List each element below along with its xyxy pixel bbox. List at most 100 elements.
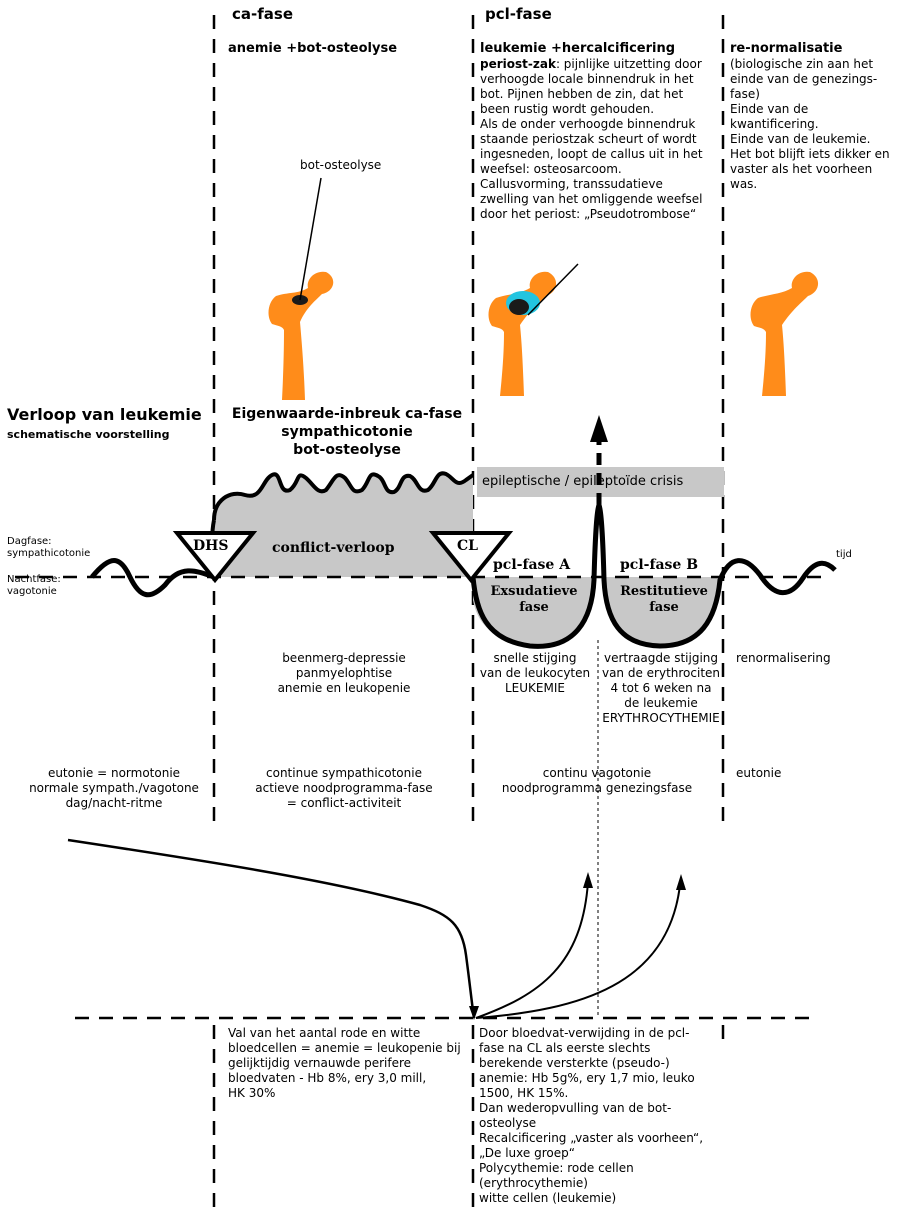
bottom-ca-text: Val van het aantal rode en witte bloedce… [228,1026,461,1101]
renorm-description: (biologische zin aan het einde van de ge… [730,57,890,192]
dagfase-line: Dagfase: [7,536,52,547]
ca-phase-subtitle: anemie +bot-osteolyse [228,41,398,56]
row2-pcl-line: noodprogramma genezingsfase [501,781,693,795]
restitutieve-label: Restitutieve fase [608,584,720,616]
dhs-triangle [172,531,258,584]
bottom-ca-line: bloedvaten - Hb 8%, ery 3,0 mill, [228,1071,427,1085]
blood-curve-arrowhead [469,1006,479,1020]
exsudatieve-line: Exsudatieve [490,584,578,599]
cl-triangle [428,531,514,584]
pcl-description-line: bot. Pijnen hebben de zin, dat het [480,87,684,101]
nachtfase-label: Nachtfase: vagotonie [7,574,61,598]
pointer-line [299,177,322,301]
row2-ca-line: = conflict-activiteit [286,796,402,810]
bottom-pcl-line: (erythrocythemie) [479,1176,588,1190]
section-subtitle: schematische voorstelling [7,428,170,441]
row1-pcl-b-line: van de erythrociten [601,666,721,680]
valley-b-fill [604,577,720,645]
row1-pcl-a-line: van de leukocyten [479,666,591,680]
phase-dividers [212,15,725,1216]
exsudatieve-line: fase [519,600,549,615]
bottom-pcl-line: Dan wederopvulling van de bot- [479,1101,672,1115]
row2-renorm: eutonie [736,766,782,780]
femur-shape [750,271,819,396]
conflict-area [214,473,473,577]
renorm-description-line: Einde van de [730,102,809,116]
row2-pcl-line: continu vagotonie [542,766,652,780]
blood-count-curve [67,838,476,1019]
ca-heading-line: bot-osteolyse [293,442,401,458]
row1-pcl-b-line: 4 tot 6 weken na [610,681,712,695]
row2-normal-line: dag/nacht-ritme [65,796,163,810]
bottom-pcl-line: osteolyse [479,1116,537,1130]
bottom-pcl-line: Recalcificering „vaster als voorheen“, [479,1131,704,1145]
row2-pcl: continu vagotonie noodprogramma genezing… [474,766,720,796]
pcl-a-label: pcl-fase A [493,557,571,573]
ca-phase-heading: Eigenwaarde-inbreuk ca-fase sympathicoto… [222,405,472,459]
periost-zak-term: periost-zak [480,57,556,71]
row1-pcl-a: snelle stijging van de leukocyten LEUKEM… [474,651,596,696]
pcl-description-line: Callusvorming, transsudatieve [480,177,663,191]
bottom-pcl-line: witte cellen (leukemie) [479,1191,617,1205]
erythrocyte-arrowhead [676,874,686,890]
pcl-description-line: zwelling van het omliggende weefsel [480,192,703,206]
pcl-phase-title: pcl-fase [485,5,552,23]
renorm-description-line: einde van de genezings- [730,72,878,86]
row2-normal-line: normale sympath./vagotone [29,781,199,795]
ca-heading-line: sympathicotonie [281,424,413,440]
renorm-description-line: Einde van de leukemie. [730,132,871,146]
renorm-description-line: (biologische zin aan het [730,57,874,71]
rhythm-curve [90,498,837,649]
bottom-ca-line: bloedcellen = anemie = leukopenie bij [228,1041,461,1055]
exsudatieve-label: Exsudatieve fase [478,584,590,616]
pcl-description-line: staande periostzak scheurt of wordt [480,132,697,146]
crisis-label: epileptische / epileptoïde crisis [482,474,684,489]
row1-pcl-b-line: de leukemie [624,696,698,710]
renorm-phase-title: re-normalisatie [730,41,843,56]
cl-label: CL [457,538,478,554]
bone-osteolysis-label: bot-osteolyse [300,158,382,172]
bottom-pcl-line: fase na CL als eerste slechts [479,1041,651,1055]
pcl-description: periost-zak: pijnlijke uitzetting door v… [480,57,703,222]
row1-ca-line: anemie en leukopenie [277,681,411,695]
restitutieve-line: Restitutieve [620,584,708,599]
pcl-b-label: pcl-fase B [620,557,699,573]
bottom-ca-line: Val van het aantal rode en witte [228,1026,421,1040]
leukocyte-rise-curve [475,881,589,1019]
nachtfase-line: Nachtfase: [7,574,61,585]
bottom-pcl-line: 1500, HK 15%. [479,1086,569,1100]
dhs-label: DHS [193,538,229,554]
row2-normal: eutonie = normotonie normale sympath./va… [0,766,228,811]
ca-heading-line: Eigenwaarde-inbreuk ca-fase [231,406,463,422]
renorm-description-line: was. [730,177,758,191]
pcl-description-line: ingesneden, loopt de callus uit in het [480,147,703,161]
renorm-description-line: kwantificering. [730,117,819,131]
pcl-phase-subtitle: leukemie +hercalcificering [480,41,676,56]
row2-ca: continue sympathicotonie actieve noodpro… [216,766,472,811]
pcl-description-line: Als de onder verhoogde binnendruk [480,117,696,131]
conflict-wave [212,471,475,521]
section-title: Verloop van leukemie [7,405,202,424]
bottom-pcl-line: Door bloedvat-verwijding in de pcl- [479,1026,690,1040]
row1-pcl-b-line: vertraagde stijging [604,651,718,665]
row1-pcl-a-line: LEUKEMIE [505,681,565,695]
bone-ca-phase [268,177,334,400]
row2-normal-line: eutonie = normotonie [47,766,181,780]
femur-shape [488,271,557,396]
row2-ca-line: actieve noodprogramma-fase [255,781,433,795]
crisis-arrow-head [590,415,608,442]
lesion-dark [509,299,529,315]
bottom-pcl-line: berekende versterkte (pseudo-) [479,1056,670,1070]
bottom-pcl-line: „De luxe groep“ [479,1146,575,1160]
renorm-description-line: fase) [730,87,760,101]
bottom-ca-line: gelijktijdig vernauwde perifere [228,1056,412,1070]
ca-phase-title: ca-fase [232,5,293,23]
leukocyte-arrowhead [583,872,593,888]
row1-pcl-b: vertraagde stijging van de erythrociten … [600,651,722,726]
bottom-pcl-line: anemie: Hb 5g%, ery 1,7 mio, leuko [479,1071,695,1085]
pcl-description-line: : pijnlijke uitzetting door [555,57,702,71]
renorm-description-line: Het bot blijft iets dikker en [730,147,890,161]
pcl-description-line: verhoogde locale binnendruk in het [480,72,694,86]
row1-pcl-b-line: ERYTHROCYTHEMIE [602,711,720,725]
